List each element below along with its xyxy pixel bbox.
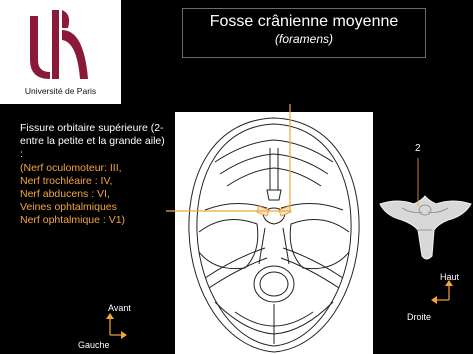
orientation-gauche-label: Gauche: [78, 340, 110, 350]
description-item: Nerf trochléaire : IV,: [20, 175, 170, 188]
cranial-base-drawing: [175, 112, 373, 354]
university-emblem-icon: [0, 0, 121, 88]
orientation-haut-label: Haut: [440, 272, 459, 282]
description-item: Veines ophtalmiques: [20, 201, 170, 214]
description-item: Nerf abducens : VI,: [20, 188, 170, 201]
slide-title: Fosse crânienne moyenne: [183, 13, 425, 31]
slide-title-box: Fosse crânienne moyenne (foramens): [182, 8, 426, 58]
slide-subtitle: (foramens): [183, 32, 425, 46]
description-text: Fissure orbitaire supérieure (2- entre l…: [20, 122, 170, 228]
description-heading: Fissure orbitaire supérieure (2- entre l…: [20, 122, 170, 162]
left-orientation-arrows: [110, 318, 122, 335]
orientation-avant-label: Avant: [108, 303, 131, 313]
sphenoid-bone-illustration: [378, 170, 473, 265]
description-item: Nerf ophtalmique : V1): [20, 214, 170, 227]
university-name: Université de Paris: [0, 86, 121, 96]
description-item: (Nerf oculomoteur: III,: [20, 162, 170, 175]
skull-base-illustration: [175, 112, 373, 354]
university-logo: Université de Paris: [0, 0, 121, 104]
sphenoid-number-label: 2: [415, 143, 421, 154]
right-orientation-arrows: [436, 285, 449, 300]
orientation-droite-label: Droite: [407, 312, 431, 322]
